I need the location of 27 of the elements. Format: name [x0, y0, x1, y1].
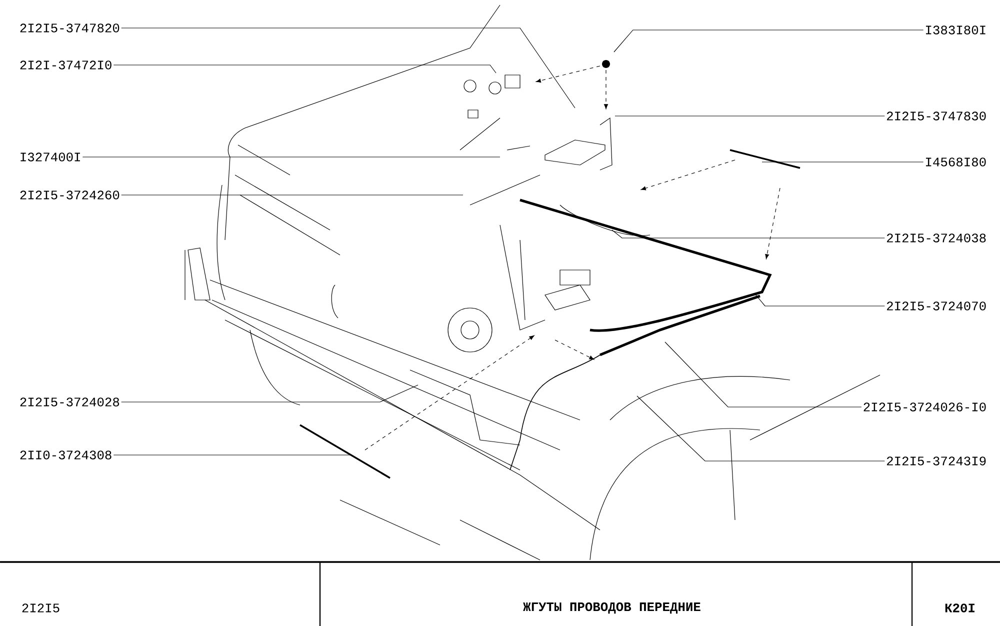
- part-number: 2II0-3724308: [20, 450, 112, 460]
- leader-line: [113, 454, 350, 456]
- drawing-number: 2I2I5: [22, 604, 60, 612]
- leader-line: [113, 64, 496, 74]
- leader-line: [121, 194, 464, 196]
- part-number: 2I2I5-3747820: [20, 24, 120, 32]
- leader-line: [612, 230, 885, 238]
- part-number: I4568I80: [926, 158, 986, 166]
- part-number: 2I2I5-37243I9: [886, 456, 986, 466]
- leader-line: [664, 342, 862, 408]
- part-number: 2I2I5-3747830: [886, 112, 986, 120]
- part-number: 2I2I5-3724026-I0: [864, 402, 986, 412]
- drawing-title: ЖГУТЫ ПРОВОДОВ ПЕРЕДНИЕ: [523, 602, 700, 614]
- part-number: 2I2I5-3724038: [886, 234, 986, 242]
- part-number: I383I80I: [926, 26, 986, 34]
- part-number: 2I2I5-3724260: [20, 190, 120, 200]
- part-number: I327400I: [20, 152, 80, 162]
- leader-line: [754, 294, 885, 306]
- part-number: 2I2I5-3724028: [20, 398, 120, 406]
- leader-line: [121, 384, 418, 402]
- part-number: 2I2I5-3724070: [886, 302, 986, 310]
- part-number: 2I2I-37472I0: [20, 60, 112, 70]
- sheet-number: К20I: [945, 604, 974, 612]
- leader-line: [121, 28, 576, 108]
- leader-line: [636, 396, 885, 462]
- leader-line: [614, 30, 924, 52]
- leader-line: [82, 156, 500, 158]
